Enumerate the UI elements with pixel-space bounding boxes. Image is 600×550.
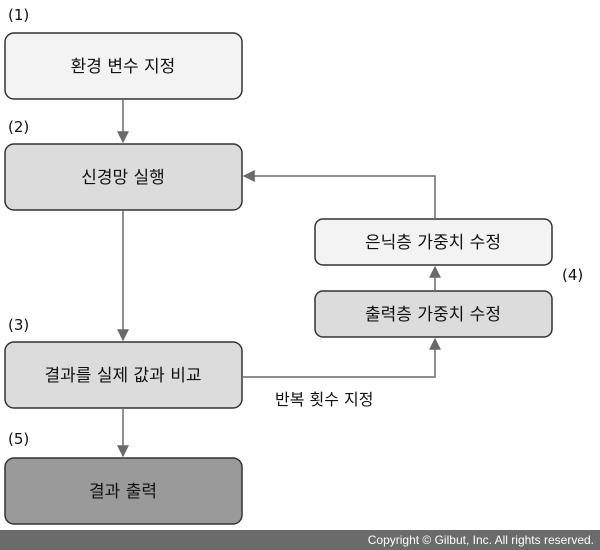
step-number-1: (1) — [8, 6, 29, 24]
copyright-text: Copyright © Gilbut, Inc. All rights rese… — [367, 533, 594, 547]
hidden-weight-box: 은닉층 가중치 수정 — [314, 218, 553, 266]
step-box-5: 결과 출력 — [4, 457, 243, 525]
step-box-5-label: 결과 출력 — [89, 482, 157, 502]
arrow-3-to-output-weight — [242, 337, 441, 378]
flow-diagram: (1) (2) (3) (4) (5) 환경 변수 지정 신경망 실행 결과를 … — [4, 6, 583, 525]
output-weight-box-shape — [314, 290, 553, 338]
step-box-3-label: 결과를 실제 값과 비교 — [45, 366, 202, 386]
step-number-4: (4) — [562, 266, 583, 284]
output-weight-box-label: 출력층 가중치 수정 — [365, 305, 501, 325]
step-box-1: 환경 변수 지정 — [4, 32, 243, 100]
step-box-5-shape — [4, 457, 243, 525]
step-number-5: (5) — [8, 430, 29, 448]
step-box-3: 결과를 실제 값과 비교 — [4, 341, 243, 409]
hidden-weight-box-shape — [314, 218, 553, 266]
step-box-2: 신경망 실행 — [4, 143, 243, 211]
arrow-hidden-to-2 — [242, 170, 436, 219]
iteration-note: 반복 횟수 지정 — [275, 390, 374, 409]
output-weight-box: 출력층 가중치 수정 — [314, 290, 553, 338]
copyright-footer: Copyright © Gilbut, Inc. All rights rese… — [0, 530, 600, 550]
step-number-3: (3) — [8, 316, 29, 334]
step-number-2: (2) — [8, 118, 29, 136]
hidden-weight-box-label: 은닉층 가중치 수정 — [365, 233, 501, 253]
step-box-2-label: 신경망 실행 — [81, 168, 165, 188]
step-box-1-label: 환경 변수 지정 — [71, 57, 176, 77]
